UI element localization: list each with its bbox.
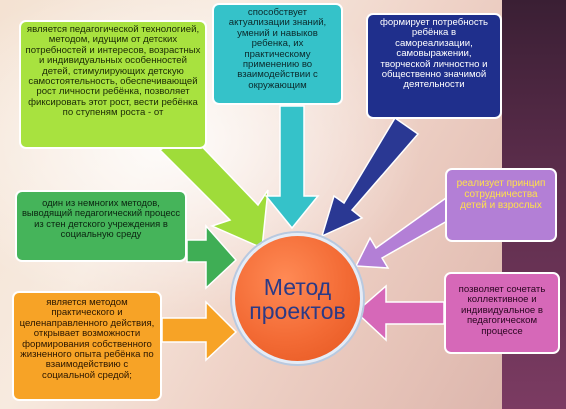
box-text: является педагогической технологией, мет… [25, 24, 201, 119]
box-collective-individual: позволяет сочетать коллективное и индиви… [444, 272, 560, 354]
box-text: позволяет сочетать коллективное и индиви… [458, 284, 546, 337]
arrow-teal [264, 105, 320, 230]
arrow-green2 [186, 224, 238, 290]
box-text: реализует принцип сотрудничества детей и… [456, 178, 546, 211]
box-text: один из немногих методов, выводящий педа… [21, 197, 181, 240]
box-text: формирует потребность ребёнка в самореал… [379, 17, 489, 91]
center-title: Метод проектов [249, 273, 346, 324]
box-social-environment: один из немногих методов, выводящий педа… [15, 190, 187, 262]
box-cooperation: реализует принцип сотрудничества детей и… [445, 168, 557, 242]
box-practical-action: является методом практического и целенап… [12, 291, 162, 401]
box-text: является методом практического и целенап… [19, 297, 155, 381]
box-knowledge-actualization: способствует актуализации знаний, умений… [212, 3, 343, 105]
center-circle: Метод проектов [232, 233, 363, 364]
arrow-blue [320, 116, 420, 238]
arrow-purple [354, 196, 458, 269]
box-pedagogical-technology: является педагогической технологией, мет… [19, 20, 207, 149]
arrow-pink [354, 284, 445, 342]
arrow-orange [161, 300, 238, 362]
box-text: способствует актуализации знаний, умений… [228, 7, 327, 91]
box-self-realization: формирует потребность ребёнка в самореал… [366, 13, 502, 119]
